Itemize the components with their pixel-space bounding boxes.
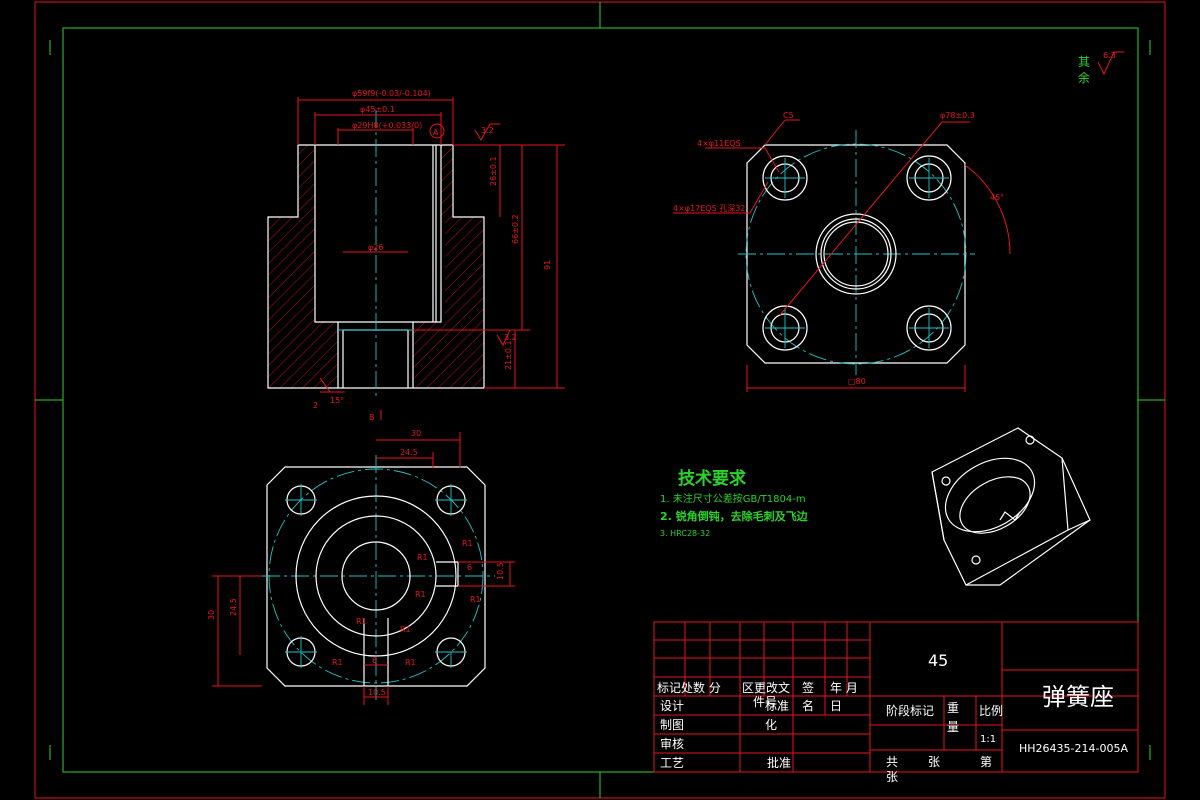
- dim-angle: 45°: [990, 193, 1004, 202]
- drawing-number: HH26435-214-005A: [1019, 742, 1128, 755]
- dim-bore-diameter: φ29H8(+0.033/0): [352, 121, 422, 130]
- tb-weight: 重: [947, 701, 959, 715]
- dim-holes-1: 4×φ11EQS: [697, 139, 741, 148]
- technical-requirements: 技术要求 1. 未注尺寸公差按GB/T1804-m 2. 锐角倒钝，去除毛刺及飞…: [660, 468, 809, 538]
- dim-upper-height: 66±0.2: [511, 214, 520, 244]
- front-section-view: φ59f9(-0.03/-0.104) φ45±0.1 φ29H8(+0.033…: [267, 89, 565, 422]
- dim-10-5-right: 10.5: [496, 562, 505, 580]
- datum-circle: [429, 123, 445, 139]
- roughness-note: 其 余 6.3: [1078, 51, 1124, 85]
- radius-label-1: R1: [417, 553, 428, 562]
- dim-chamfer-c5: C5: [783, 111, 794, 120]
- tb-day: 日: [830, 699, 842, 713]
- tb-sheet: 张: [886, 770, 898, 784]
- radius-label-4: R1: [470, 595, 481, 604]
- radius-label-8: R1: [405, 658, 416, 667]
- tb-number: 第: [980, 755, 992, 769]
- roughness-value: 6.3: [1103, 51, 1116, 60]
- tb-weight-2: 量: [947, 720, 959, 734]
- bottom-view: 30 24.5 30 24.5 10.5 6 6 10.5 R1 R1 R1 R…: [207, 429, 515, 705]
- dim-mid-diameter: φ45±0.1: [360, 105, 395, 114]
- bolt-holes: [762, 155, 952, 351]
- tb-approve: 批准: [767, 755, 791, 770]
- dim-holes-2: 4×φ17EQS 孔深32: [673, 204, 745, 213]
- dim-24-5-vertical: 24.5: [229, 598, 238, 616]
- bottom-holes: [285, 484, 467, 668]
- tb-standard: 标准: [765, 699, 789, 713]
- chamfer-angle: 15°: [330, 396, 344, 405]
- top-view: C5 4×φ11EQS 4×φ17EQS 孔深32 φ78±0.3 45° □8…: [673, 111, 1011, 392]
- dim-total-height: 91: [543, 260, 552, 270]
- dim-inner-diameter: φ26: [368, 243, 383, 252]
- dim-10-5-bottom: 10.5: [368, 688, 386, 697]
- tb-signature: 签: [802, 680, 814, 695]
- top-outline: [746, 144, 966, 364]
- tb-sheet-2: 张: [928, 755, 940, 769]
- tb-drawing: 制图: [660, 718, 684, 732]
- dim-6-right: 6: [467, 563, 472, 572]
- bottom-outline: [266, 466, 486, 687]
- dim-24-5-horizontal: 24.5: [400, 448, 418, 457]
- tb-year-month: 年 月: [830, 681, 858, 695]
- section-hatch-top-left: [298, 145, 315, 217]
- tb-process: 工艺: [660, 756, 684, 770]
- bore-outline: [314, 145, 442, 388]
- radius-label-5: R1: [356, 617, 367, 626]
- datum-label: A: [433, 128, 439, 137]
- roughness-label-2: 余: [1078, 70, 1090, 85]
- requirement-item-1: 1. 未注尺寸公差按GB/T1804-m: [660, 492, 806, 505]
- requirement-item-3: 3. HRC28-32: [660, 529, 710, 538]
- requirement-item-2: 2. 锐角倒钝，去除毛刺及飞边: [660, 509, 809, 523]
- dim-30-vertical: 30: [207, 610, 216, 620]
- dim-outer-diameter: φ59f9(-0.03/-0.104): [352, 89, 431, 98]
- dim-lower-height: 21±0.1: [504, 340, 513, 370]
- tb-name: 名: [802, 698, 814, 713]
- tb-standard-2: 化: [765, 718, 777, 732]
- material: 45: [928, 651, 948, 670]
- roughness-label-1: 其: [1078, 55, 1090, 69]
- section-hatch-right-upper: [413, 217, 484, 388]
- tb-ratio: 比例: [979, 704, 1003, 718]
- requirements-title: 技术要求: [678, 468, 746, 489]
- tb-stage: 阶段标记: [886, 703, 934, 718]
- tb-row-header: 标记处数 分: [657, 680, 721, 695]
- part-name: 弹簧座: [1042, 683, 1114, 711]
- tb-review: 审核: [660, 736, 684, 751]
- radius-label-7: R1: [332, 658, 343, 667]
- tb-file-no: 件号: [753, 695, 777, 709]
- roughness-a: 3.2: [481, 126, 494, 135]
- scale: 1:1: [980, 734, 996, 745]
- roughness-symbol: [1097, 51, 1124, 76]
- chamfer-size: 2: [313, 401, 318, 410]
- outer-frame: [34, 1, 1166, 799]
- radius-label-6: R1: [400, 625, 411, 634]
- dim-width: □80: [848, 377, 866, 386]
- radius-label-3: R1: [415, 590, 426, 599]
- centering-marks: [35, 2, 1165, 798]
- dim-30-horizontal: 30: [411, 429, 421, 438]
- section-label-b: B: [369, 413, 375, 422]
- tb-total: 共: [886, 755, 898, 769]
- roughness-b: 3.2: [504, 333, 517, 342]
- section-hatch-top-right: [441, 145, 453, 217]
- inner-frame: [62, 27, 1139, 773]
- dim-step-height: 26±0.1: [489, 156, 498, 186]
- title-block: 45 弹簧座 HH26435-214-005A 1:1 标记处数 分 区更改文 …: [653, 621, 1139, 784]
- radius-label-2: R1: [462, 539, 473, 548]
- dim-pcd: φ78±0.3: [940, 111, 975, 120]
- isometric-view: [931, 427, 1091, 586]
- section-hatch-left-upper: [268, 217, 338, 388]
- tb-design: 设计: [660, 699, 684, 713]
- dim-6-bottom: 6: [372, 656, 377, 665]
- tb-area: 区更改文: [742, 680, 790, 695]
